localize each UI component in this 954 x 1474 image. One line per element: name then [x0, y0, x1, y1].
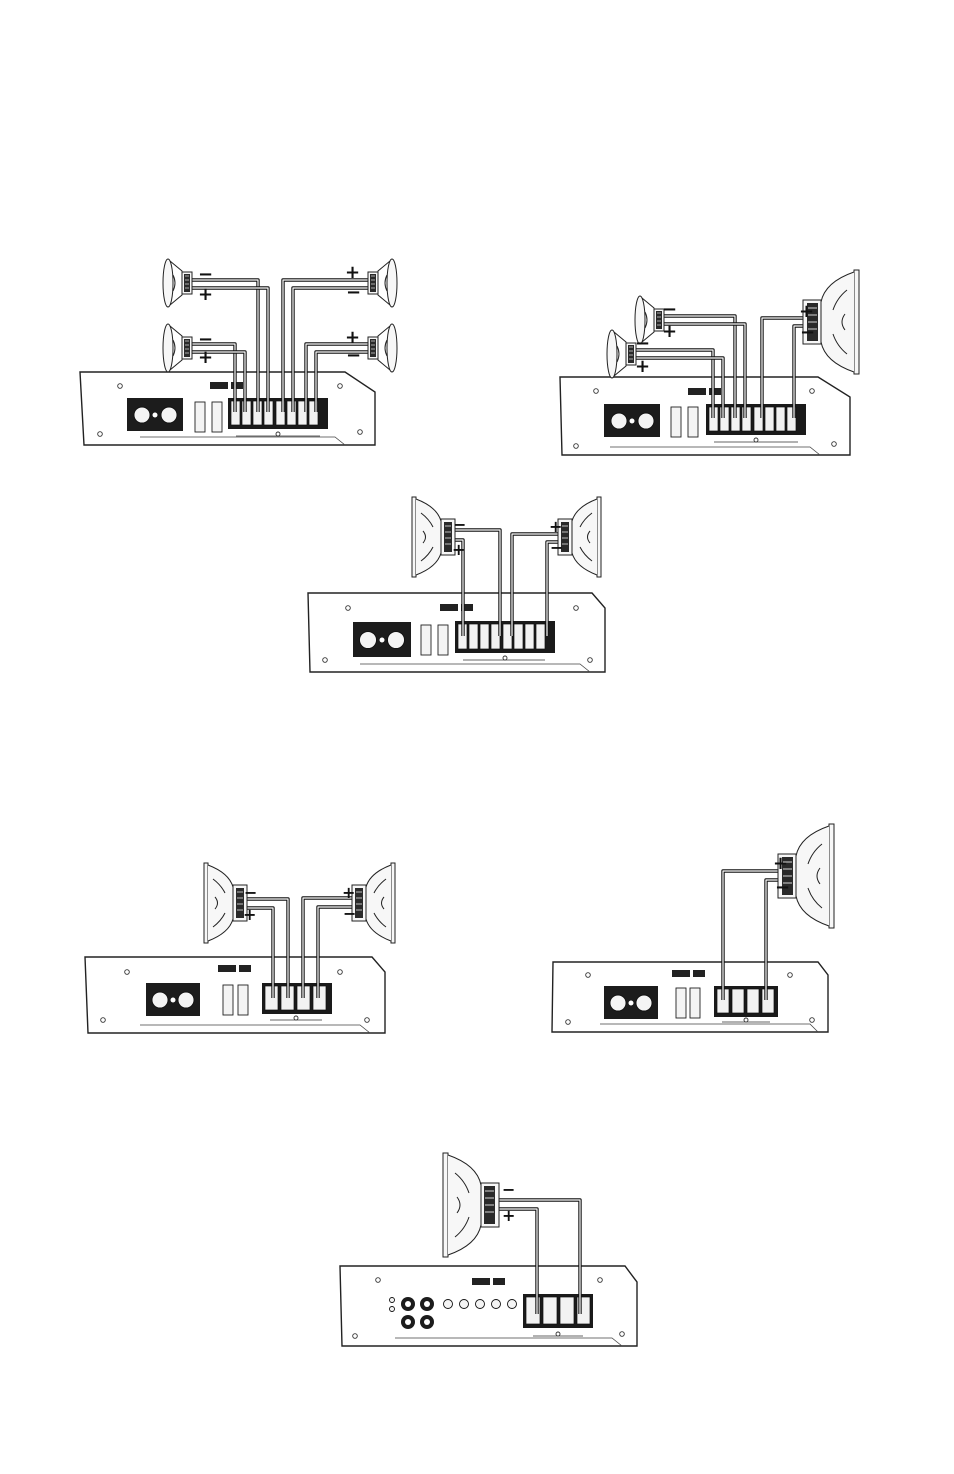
diagram-four-channel-four-speakers: − + + − − + + −: [80, 259, 397, 445]
polarity-label: +: [198, 347, 213, 368]
diagram-four-channel-two-speakers-sub: − + − + + −: [560, 270, 859, 455]
polarity-label: +: [342, 883, 355, 902]
polarity-label: −: [662, 299, 677, 320]
polarity-label: +: [662, 321, 677, 342]
amplifier-icon: [340, 1266, 637, 1346]
amplifier-icon: [80, 372, 375, 445]
polarity-label: −: [635, 333, 650, 354]
terminal-block-icon: [455, 621, 555, 653]
polarity-label: −: [198, 264, 213, 285]
polarity-label: +: [452, 540, 465, 559]
speaker-icon: [607, 330, 636, 378]
diagram-mono-one-sub: − +: [340, 1153, 637, 1346]
diagram-four-channel-bridged-two-subs: − + + −: [308, 497, 605, 672]
polarity-label: +: [549, 517, 562, 536]
polarity-label: −: [346, 345, 361, 366]
terminal-block-icon: [523, 1294, 593, 1328]
polarity-label: −: [775, 877, 790, 898]
polarity-label: +: [198, 284, 213, 305]
polarity-label: −: [244, 883, 257, 902]
speaker-icon: [778, 824, 834, 928]
diagram-two-channel-two-subs: − + + −: [85, 863, 395, 1033]
polarity-label: +: [799, 301, 814, 322]
polarity-label: −: [550, 538, 563, 557]
speaker-icon: [558, 497, 601, 577]
amplifier-icon: [552, 962, 828, 1032]
polarity-label: +: [345, 262, 360, 283]
polarity-label: −: [800, 322, 815, 343]
polarity-label: +: [243, 905, 256, 924]
polarity-label: −: [502, 1180, 515, 1199]
speaker-icon: [368, 324, 397, 372]
polarity-label: −: [453, 515, 466, 534]
polarity-label: −: [346, 282, 361, 303]
diagram-two-channel-bridged-one-sub: + −: [552, 824, 834, 1032]
speaker-icon: [204, 863, 247, 943]
polarity-label: −: [343, 904, 356, 923]
terminal-block-icon: [228, 398, 328, 429]
speaker-icon: [412, 497, 455, 577]
terminal-block-icon: [706, 404, 806, 435]
speaker-icon: [163, 324, 192, 372]
speaker-icon: [368, 259, 397, 307]
amplifier-icon: [308, 593, 605, 672]
polarity-label: +: [502, 1206, 515, 1225]
speaker-icon: [352, 863, 395, 943]
polarity-label: +: [635, 356, 650, 377]
polarity-label: +: [773, 853, 788, 874]
amplifier-icon: [85, 957, 385, 1033]
amplifier-icon: [560, 377, 850, 455]
speaker-icon: [443, 1153, 499, 1257]
speaker-icon: [163, 259, 192, 307]
